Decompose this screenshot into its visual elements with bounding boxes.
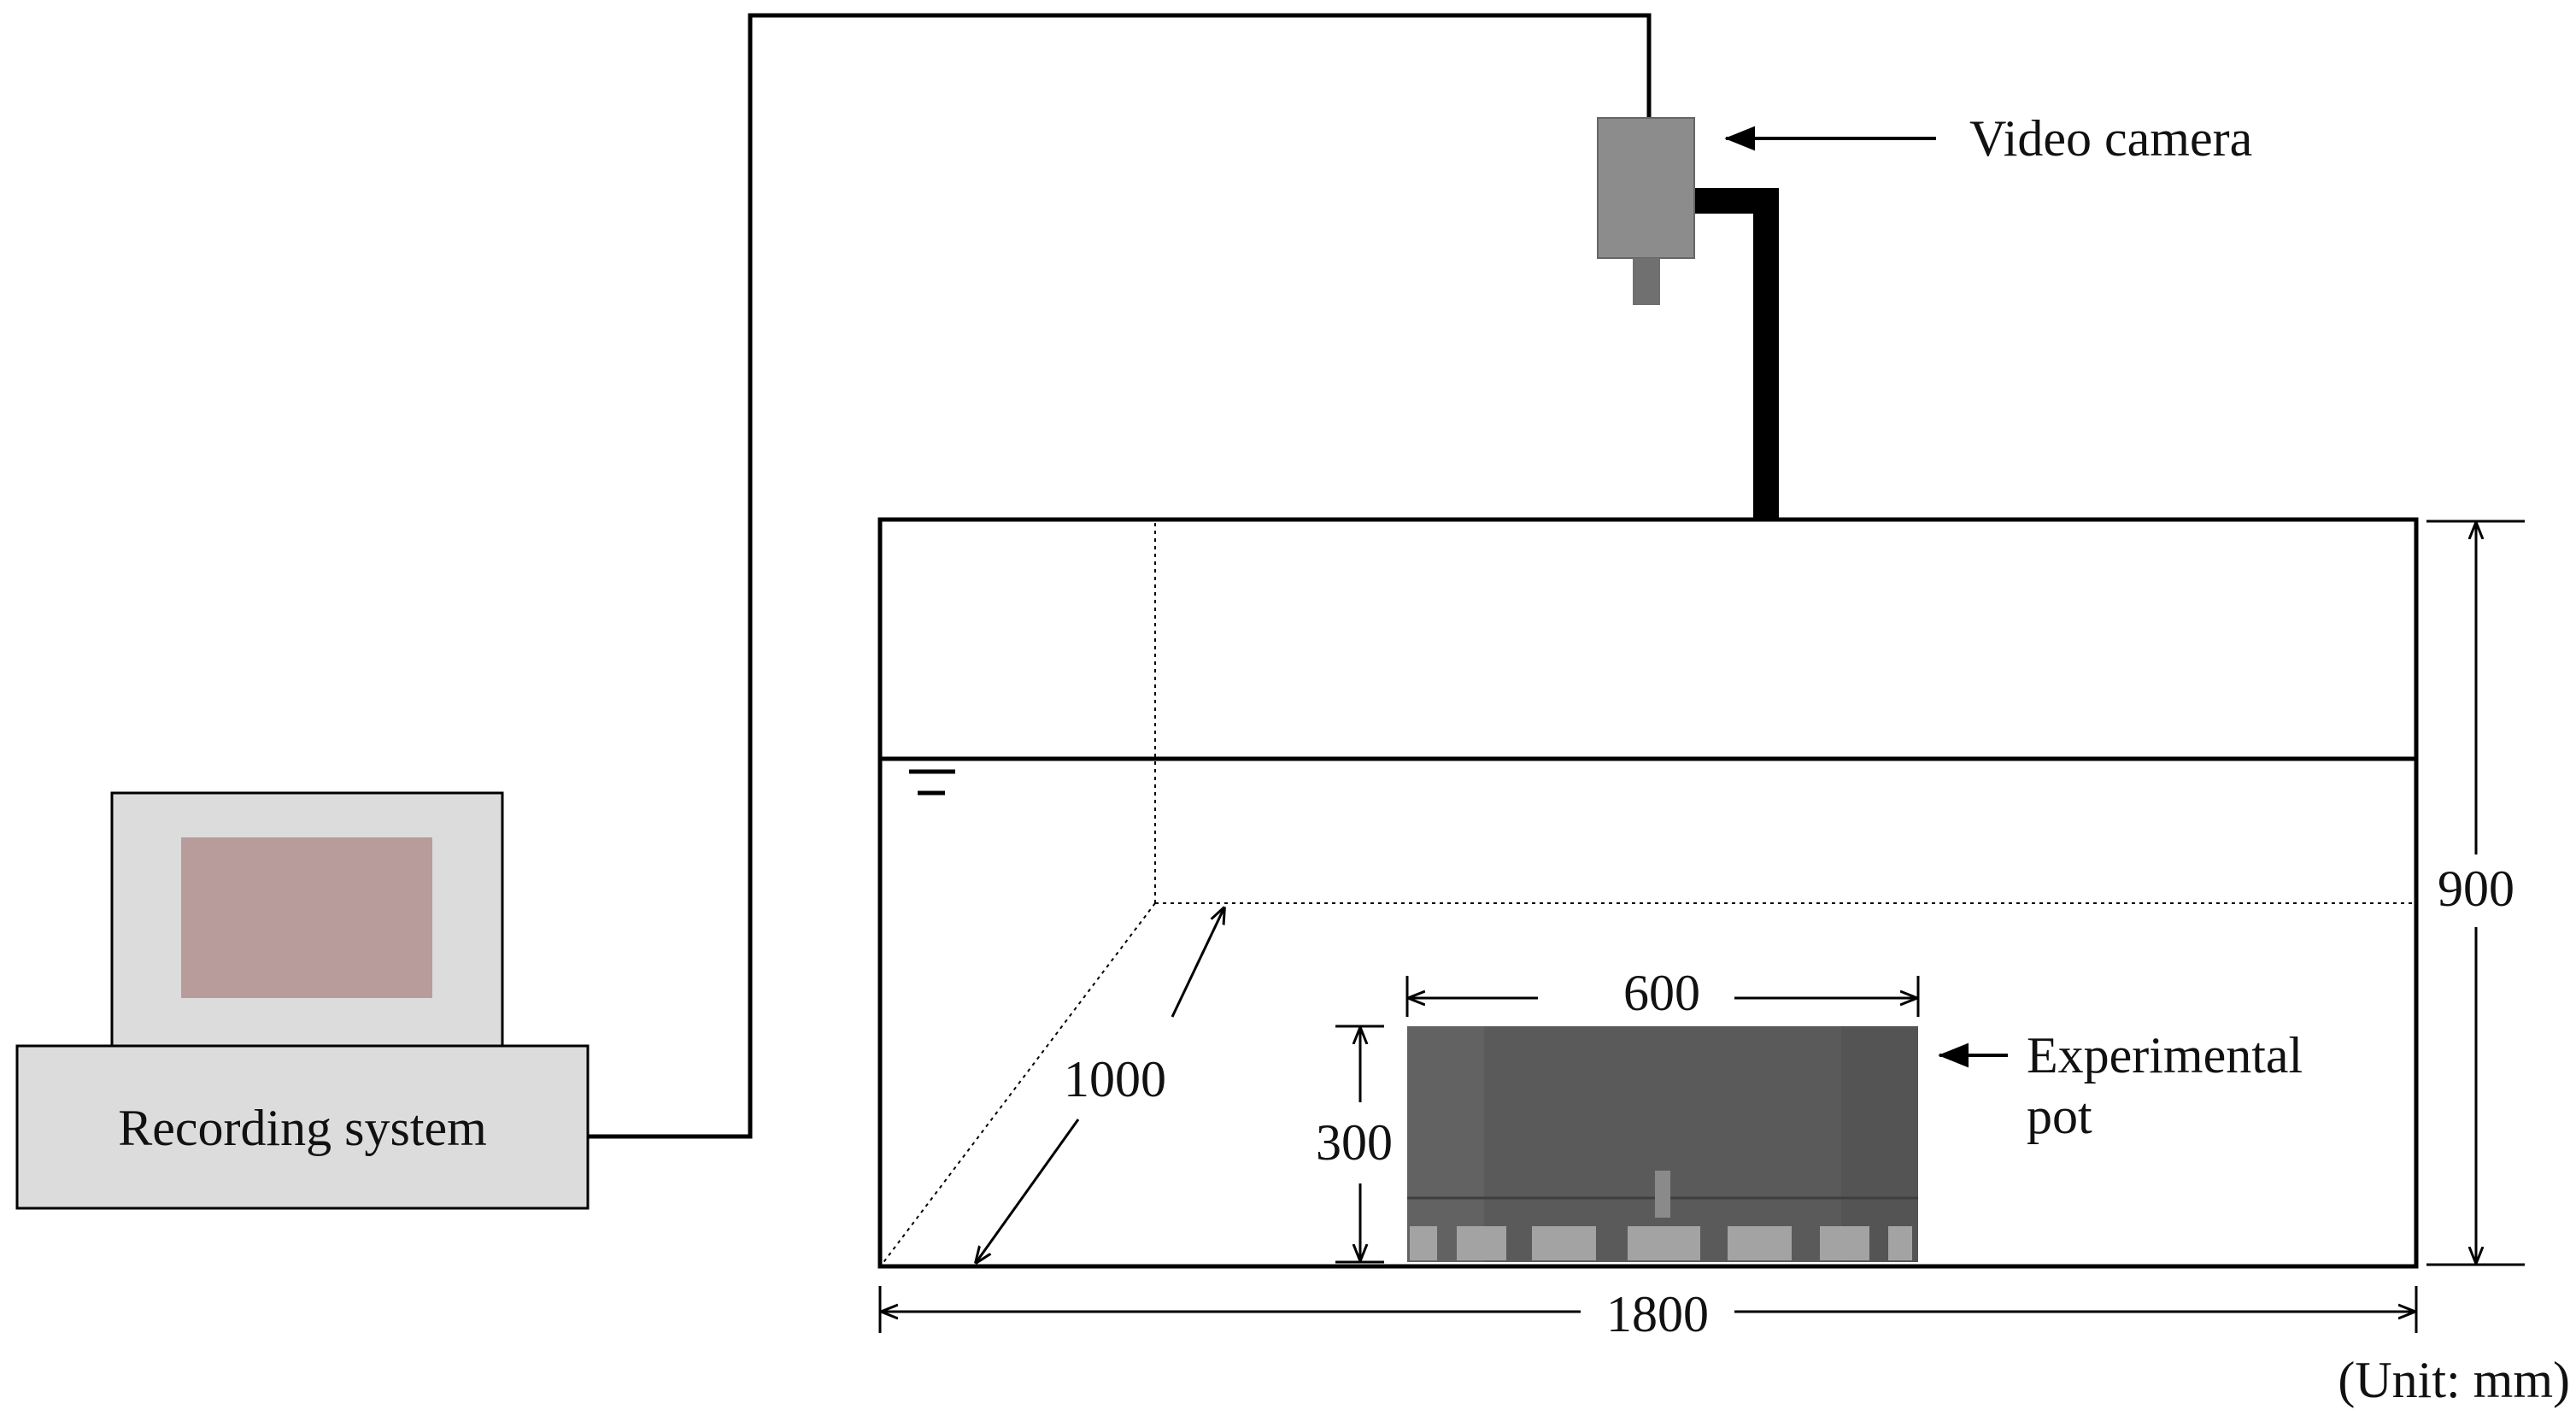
recording-system-label: Recording system (118, 1100, 487, 1156)
experimental-pot (1407, 1026, 1918, 1262)
experimental-pot-label-line2: pot (2027, 1088, 2092, 1144)
water-tank (877, 517, 2419, 1269)
dimension-tank-depth: 1000 (976, 907, 1224, 1263)
pot-body (1407, 1026, 1918, 1262)
dimension-tank-height: 900 (2426, 520, 2525, 1266)
pot-marker (1655, 1171, 1670, 1218)
video-camera (1597, 117, 1779, 520)
tank-depth-value: 1000 (1064, 1051, 1166, 1107)
camera-mount-arm (1693, 188, 1779, 520)
tank-outline (877, 517, 2419, 1269)
tank-length-value: 1800 (1606, 1286, 1709, 1342)
pot-shade-left (1407, 1026, 1484, 1262)
signal-cable (588, 13, 1652, 1139)
video-camera-label: Video camera (1969, 110, 2252, 167)
camera-body (1597, 117, 1695, 259)
dimension-pot-width: 600 (1405, 965, 1920, 1021)
pot-bottom-blocks (1410, 1226, 1912, 1260)
pot-height-value: 300 (1316, 1114, 1393, 1171)
dimension-tank-length: 1800 (878, 1286, 2418, 1342)
camera-lens (1633, 258, 1660, 305)
monitor-screen (181, 837, 432, 998)
recorder-box (15, 1044, 590, 1210)
unit-note: (Unit: mm) (2338, 1352, 2570, 1408)
recording-system: Recording system (15, 791, 590, 1210)
dimension-pot-height: 300 (1316, 1025, 1393, 1264)
experimental-pot-label-line1: Experimental (2027, 1027, 2303, 1083)
pot-width-value: 600 (1623, 965, 1700, 1021)
depth-diagonal-edge (881, 902, 1156, 1266)
pot-shade-right (1841, 1026, 1918, 1262)
tank-height-value: 900 (2438, 860, 2514, 917)
